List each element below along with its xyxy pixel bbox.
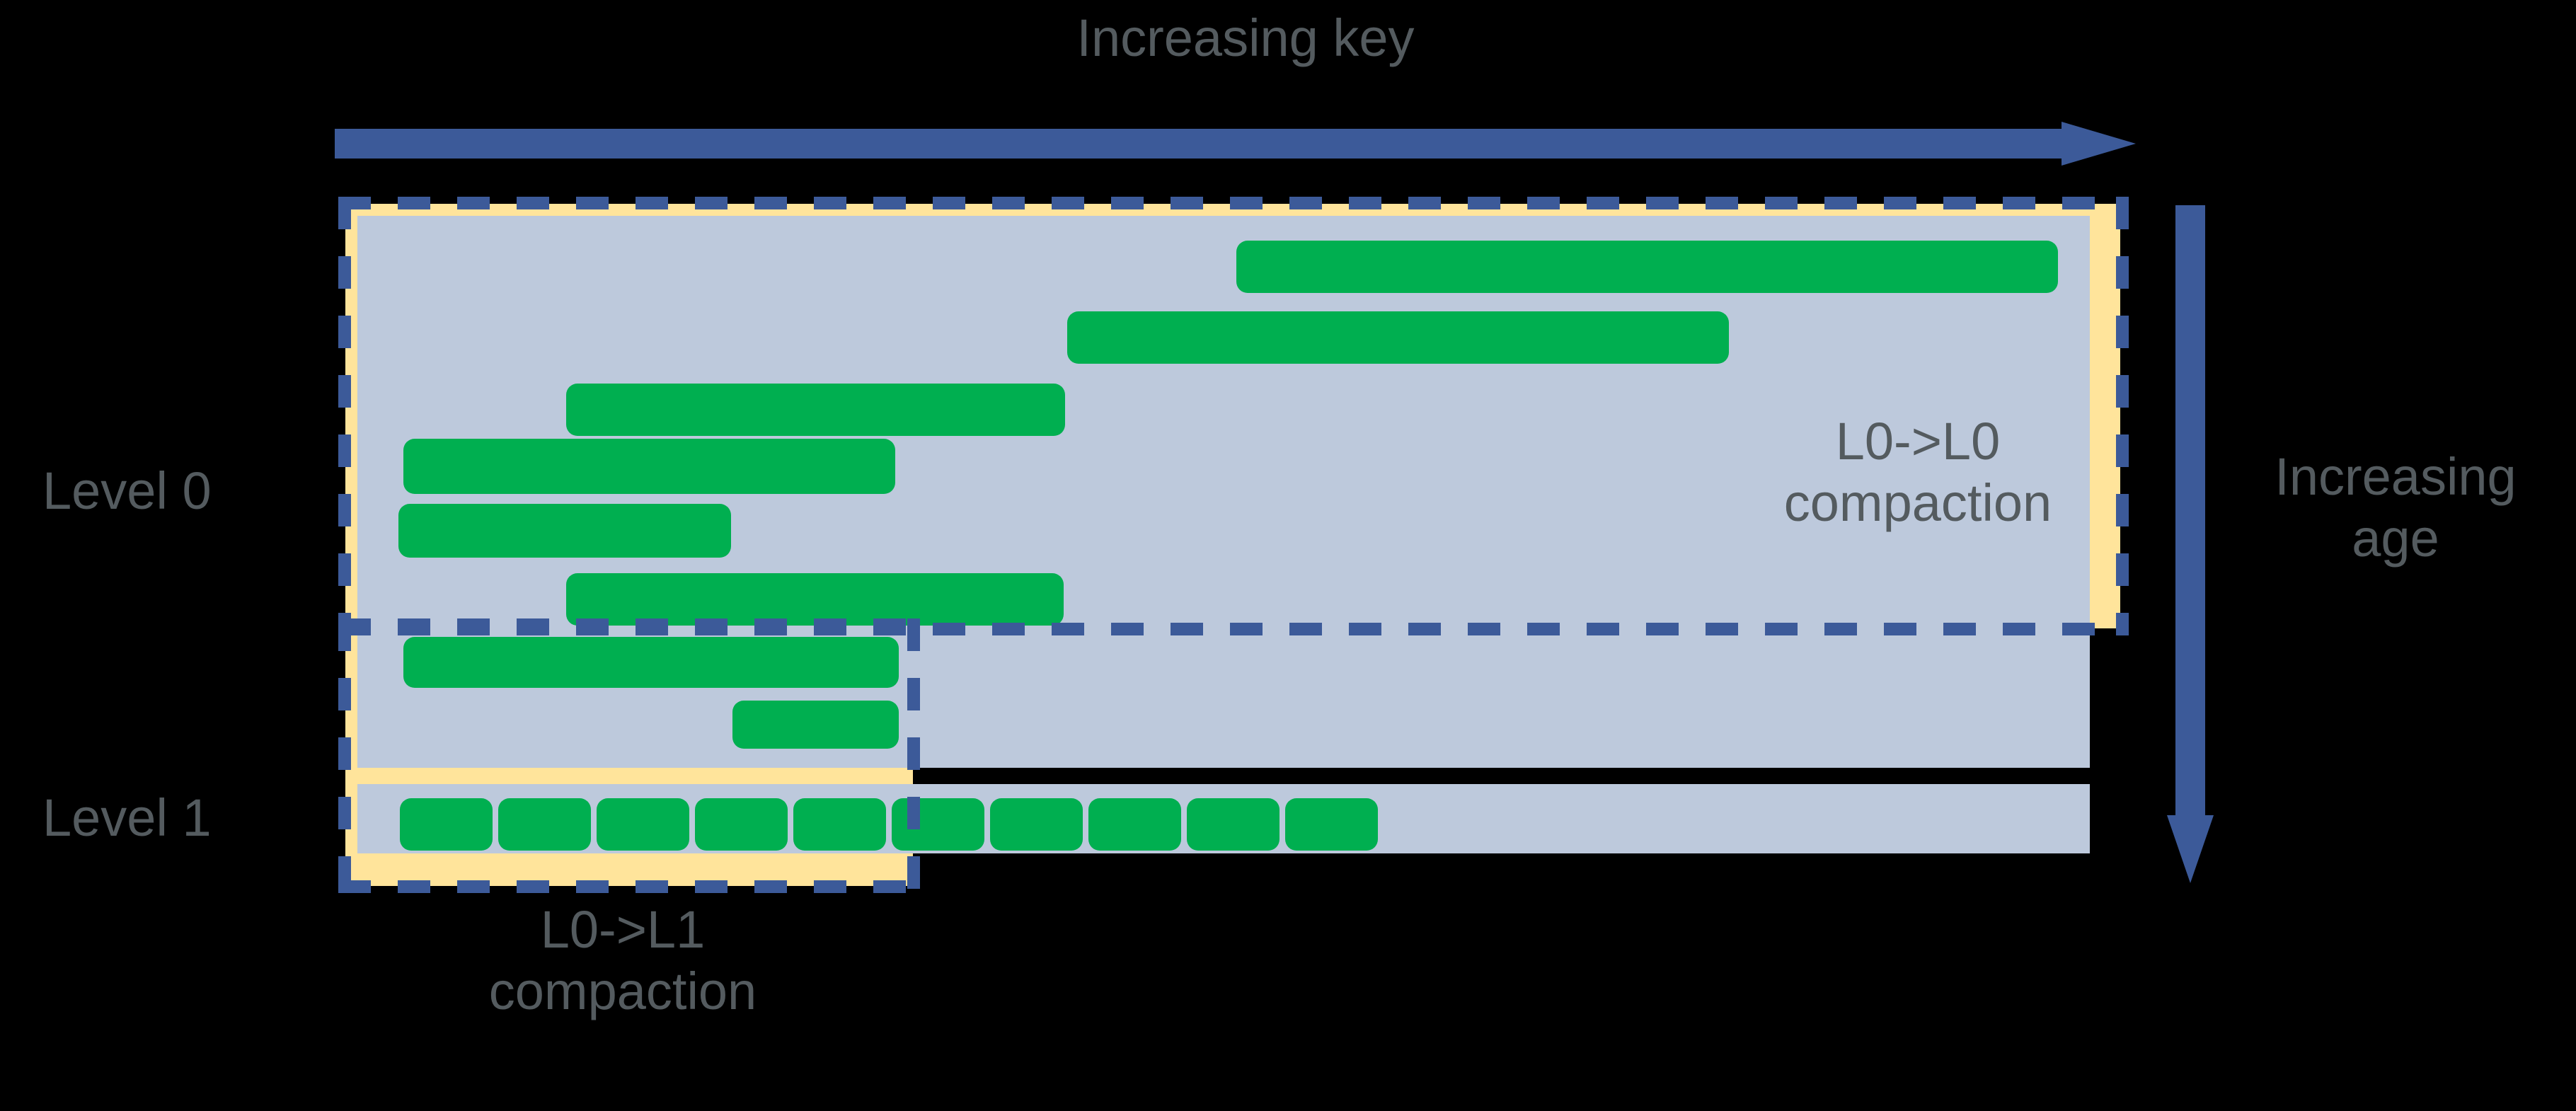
sst-file-l1-7 bbox=[990, 798, 1083, 851]
level-separator-line bbox=[913, 768, 2090, 776]
sst-file-l0-7 bbox=[403, 637, 899, 688]
sst-file-l1-5 bbox=[793, 798, 886, 851]
sst-file-l0-3 bbox=[566, 384, 1065, 436]
l0-l1-compaction-region[interactable] bbox=[338, 618, 920, 893]
increasing-key-label: Increasing key bbox=[1076, 8, 1415, 67]
dash-bottom bbox=[338, 880, 920, 893]
arrow-shaft bbox=[2175, 205, 2205, 828]
dash-top bbox=[338, 197, 2129, 209]
dash-top bbox=[338, 618, 920, 631]
arrow-shaft bbox=[335, 129, 2070, 159]
dash-left bbox=[338, 618, 351, 893]
sst-file-l1-3 bbox=[597, 798, 689, 851]
sst-file-l1-10 bbox=[1285, 798, 1378, 851]
sst-file-l1-6 bbox=[892, 798, 984, 851]
dash-right bbox=[907, 618, 920, 893]
dash-right bbox=[2116, 197, 2129, 635]
increasing-age-arrow-icon bbox=[2167, 205, 2214, 883]
sst-file-l1-2 bbox=[498, 798, 591, 851]
sst-file-l0-5 bbox=[398, 504, 731, 558]
sst-file-l1-8 bbox=[1088, 798, 1181, 851]
sst-file-l0-8 bbox=[732, 701, 899, 749]
dash-left bbox=[338, 197, 351, 635]
level-separator-left bbox=[357, 776, 913, 784]
sst-file-l0-6 bbox=[566, 573, 1064, 626]
level-0-label: Level 0 bbox=[42, 461, 212, 520]
sst-file-l1-1 bbox=[400, 798, 493, 851]
arrow-head bbox=[2167, 815, 2214, 883]
increasing-key-arrow-icon bbox=[335, 122, 2136, 166]
sst-file-l1-9 bbox=[1187, 798, 1280, 851]
arrow-head bbox=[2062, 122, 2136, 166]
sst-file-l0-1 bbox=[1236, 241, 2058, 293]
level-1-label: Level 1 bbox=[42, 788, 212, 847]
sst-file-l0-2 bbox=[1067, 311, 1729, 364]
sst-file-l0-4 bbox=[403, 439, 895, 494]
sst-file-l1-4 bbox=[695, 798, 788, 851]
